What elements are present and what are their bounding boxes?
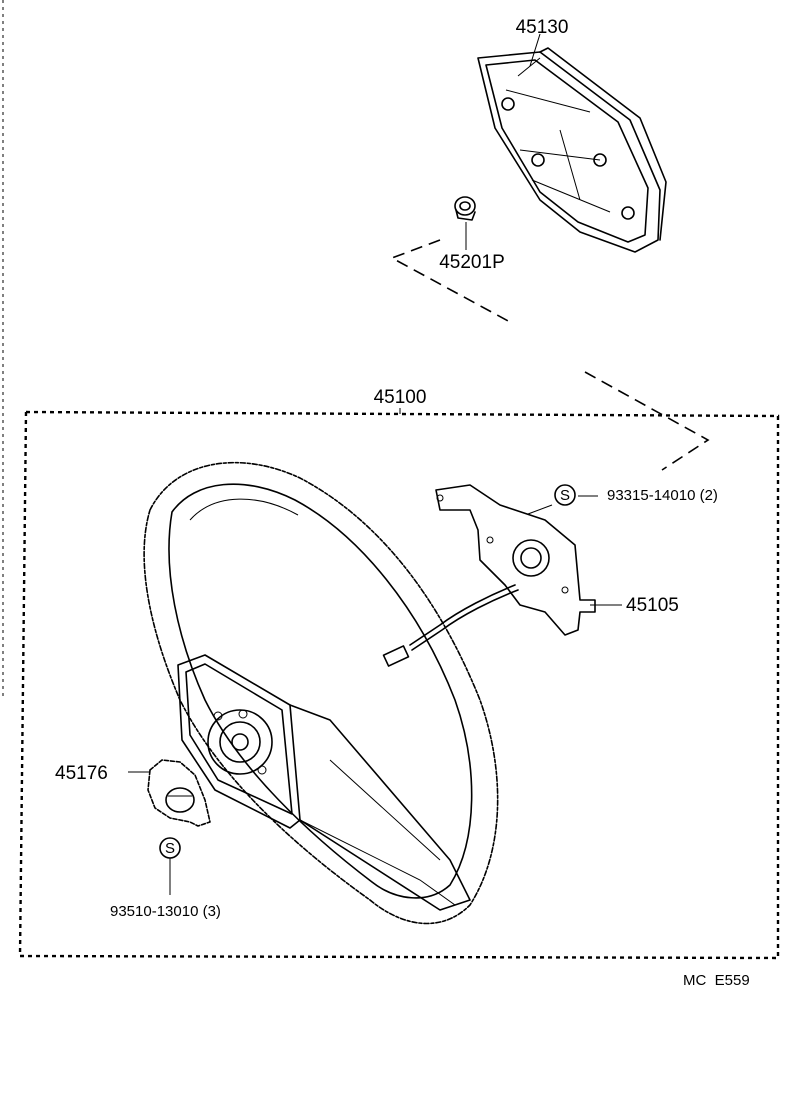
pad-boss	[593, 153, 607, 167]
assembly-line-upper	[390, 239, 511, 323]
part-number-45100: 45100	[374, 387, 427, 408]
s-symbol-top	[554, 484, 576, 506]
horn-contact-bracket-drawing	[382, 484, 596, 667]
part-number-45176: 45176	[55, 763, 108, 784]
pad-boss	[621, 206, 635, 220]
leader-pad	[529, 33, 541, 67]
cancel-ring-drawing	[147, 759, 211, 827]
part-number-45130: 45130	[516, 17, 569, 38]
steering-wheel-drawing	[143, 461, 499, 925]
diagram-code: MC E559	[683, 972, 750, 989]
assembly-line-lower	[584, 371, 710, 471]
s-symbol-top-text: S	[560, 487, 570, 504]
horn-pad-drawing	[477, 47, 667, 253]
leader-screw-top	[527, 504, 553, 515]
pad-boss	[501, 97, 515, 111]
part-number-45105: 45105	[626, 595, 679, 616]
part-number-45201p: 45201P	[439, 252, 505, 273]
part-number-93510: 93510-13010 (3)	[110, 903, 221, 920]
s-symbol-bottom	[159, 837, 181, 859]
assembly-frame	[18, 410, 780, 960]
nut-drawing	[454, 196, 476, 221]
part-number-93315: 93315-14010 (2)	[607, 487, 718, 504]
pad-boss	[531, 153, 545, 167]
s-symbol-bottom-text: S	[165, 840, 175, 857]
